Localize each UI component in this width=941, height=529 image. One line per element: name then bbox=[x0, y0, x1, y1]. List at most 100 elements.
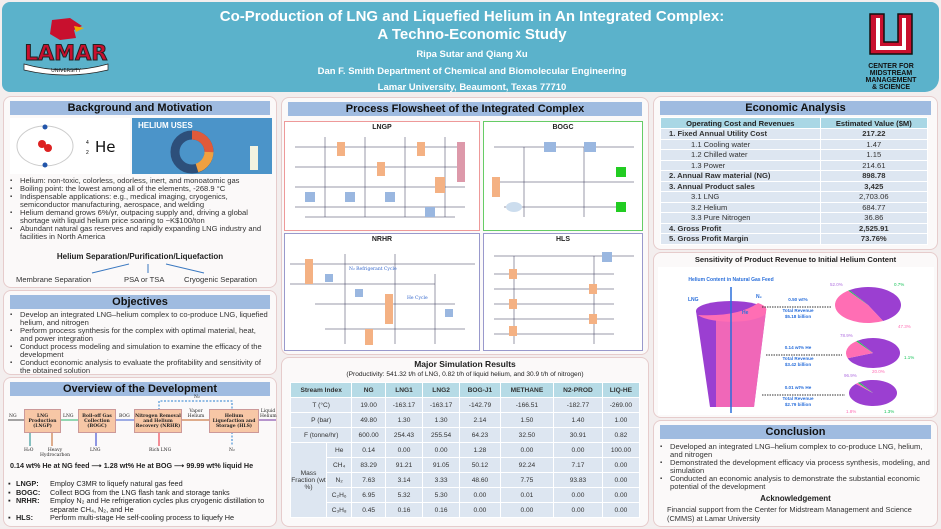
table-cell: -163.17 bbox=[422, 397, 461, 413]
column-header: LNG1 bbox=[384, 382, 424, 398]
table-cell: 0.00 bbox=[384, 442, 424, 458]
pie-slice-n2 bbox=[857, 382, 873, 393]
row-value: 1.15 bbox=[819, 149, 929, 161]
svg-text:UNIVERSITY: UNIVERSITY bbox=[51, 68, 82, 74]
table-cell: 0.00 bbox=[601, 502, 641, 518]
results-subtitle: (Productivity: 541.32 t/h of LNG, 0.82 t… bbox=[346, 371, 584, 378]
row-value: 684.77 bbox=[819, 201, 929, 213]
section-heading: Overview of the Development bbox=[10, 382, 270, 396]
table-cell: 50.12 bbox=[459, 457, 501, 473]
row-label: 2. Annual Raw material (NG) bbox=[660, 170, 821, 182]
stream-liquid-helium: Liquid Helium bbox=[260, 409, 277, 419]
pie-label-lng: 96.9% bbox=[844, 373, 857, 378]
table-cell: 1.28 bbox=[459, 442, 501, 458]
table-cell: 19.00 bbox=[351, 397, 386, 413]
method-psa: PSA or TSA bbox=[124, 275, 165, 284]
pie-slice-lng bbox=[849, 380, 897, 407]
flowsheet-panel: Process Flowsheet of the Integrated Comp… bbox=[281, 97, 649, 355]
acknowledgement-title: Acknowledgement bbox=[760, 494, 831, 503]
flowsheet-hls: HLS bbox=[483, 233, 643, 351]
list-item: ▪HLS:Perform multi-stage He self-cooling… bbox=[8, 513, 235, 522]
table-row: T (°C)19.00-163.17-163.17-142.79-166.51-… bbox=[289, 397, 641, 413]
method-cryogenic: Cryogenic Separation bbox=[184, 275, 258, 284]
section-heading: Conclusion bbox=[660, 425, 931, 439]
pie-label-he: 47.3% bbox=[898, 324, 911, 329]
column-header: Stream Index bbox=[289, 382, 353, 398]
table-cell: 3.14 bbox=[384, 472, 424, 488]
simulation-results-panel: Major Simulation Results (Productivity: … bbox=[281, 357, 649, 527]
table-cell: 1.30 bbox=[422, 412, 461, 428]
table-cell: 91.21 bbox=[384, 457, 424, 473]
row-label: 1.1 Cooling water bbox=[660, 138, 821, 150]
cyl-n2-label: N₂ bbox=[756, 294, 762, 300]
poster-title-line2: A Techno-Economic Study bbox=[377, 26, 567, 43]
row-label: 1.2 Chilled water bbox=[660, 149, 821, 161]
helium-symbol: He bbox=[95, 138, 116, 156]
svg-text:4: 4 bbox=[86, 140, 89, 146]
row-label: 3.3 Pure Nitrogen bbox=[660, 212, 821, 224]
table-cell: 1.40 bbox=[553, 412, 603, 428]
pie-slice-he bbox=[846, 341, 873, 359]
case-revenue-label: Total Revenue bbox=[782, 396, 814, 401]
item-key: BOGC: bbox=[16, 487, 41, 497]
case-he-label: 0.01 wt% He bbox=[785, 385, 812, 390]
table-cell: 1.30 bbox=[384, 412, 424, 428]
bullet: Conduct economic analysis to evaluate th… bbox=[8, 359, 270, 375]
column-header: Estimated Value ($M) bbox=[819, 117, 929, 129]
results-title: Major Simulation Results bbox=[414, 359, 516, 369]
cyl-he-label: He bbox=[742, 310, 749, 316]
university: Lamar University, Beaumont, Texas 77710 bbox=[377, 82, 567, 93]
cyl-lng-label: LNG bbox=[688, 297, 699, 303]
block-nrhr: Nitrogen Removal and Helium Recovery (NR… bbox=[134, 409, 182, 433]
row-value: 214.61 bbox=[819, 159, 929, 171]
column-header: NG bbox=[351, 382, 386, 398]
pie-slice-he bbox=[855, 382, 873, 393]
table-cell: 3.33 bbox=[422, 472, 461, 488]
bullet: Developed an integrated LNG–helium compl… bbox=[658, 443, 930, 459]
poster-header: LAMAR UNIVERSITY Co-Production of LNG an… bbox=[2, 2, 939, 93]
bullet: Indispensable applications: e.g., medica… bbox=[8, 193, 276, 209]
axis-label: Helium Content in Natural Gas Feed bbox=[688, 277, 773, 283]
case-revenue: $2.79 billion bbox=[785, 402, 811, 407]
section-heading: Process Flowsheet of the Integrated Comp… bbox=[288, 102, 642, 116]
table-cell: 49.80 bbox=[351, 412, 386, 428]
table-cell: 0.00 bbox=[422, 442, 461, 458]
cylinder-he bbox=[716, 311, 766, 407]
stream-lng-out: LNG bbox=[90, 448, 101, 453]
section-heading: Economic Analysis bbox=[660, 101, 931, 115]
case-revenue: $5.18 billion bbox=[785, 314, 811, 319]
section-heading: Objectives bbox=[10, 295, 270, 309]
table-cell: 2.14 bbox=[459, 412, 501, 428]
helium-uses-caption: HELIUM USES bbox=[138, 121, 193, 130]
list-item: ▪BOGC:Collect BOG from the LNG flash tan… bbox=[8, 487, 230, 497]
pie-label-lng: 52.0% bbox=[830, 282, 843, 287]
row-label: 4. Gross Profit bbox=[660, 222, 821, 234]
overview-panel: Overview of the Development LNG Producti… bbox=[3, 377, 277, 527]
n2-cycle-label: N₂ Refrigerant Cycle bbox=[349, 267, 397, 272]
objectives-panel: Objectives Develop an integrated LNG–hel… bbox=[3, 290, 277, 375]
poster-title-line1: Co-Production of LNG and Liquefied Heliu… bbox=[219, 8, 725, 25]
case-revenue-label: Total Revenue bbox=[782, 308, 814, 313]
bullet: Abundant natural gas reserves and rapidl… bbox=[8, 225, 276, 241]
stream-lng: LNG bbox=[63, 414, 74, 419]
column-header: METHANE bbox=[499, 382, 555, 398]
table-cell: 1.50 bbox=[499, 412, 555, 428]
pie-label-n2: 1.3% bbox=[884, 409, 894, 414]
row-value: 3,425 bbox=[819, 180, 929, 192]
table-cell: -163.17 bbox=[384, 397, 424, 413]
helium-enrichment-summary: 0.14 wt% He at NG feed ⟶ 1.28 wt% He at … bbox=[10, 461, 254, 470]
table-cell: 100.00 bbox=[601, 442, 641, 458]
department: Dan F. Smith Department of Chemical and … bbox=[317, 66, 627, 77]
table-cell: 0.00 bbox=[499, 502, 555, 518]
section-label: BOGC bbox=[552, 124, 574, 131]
